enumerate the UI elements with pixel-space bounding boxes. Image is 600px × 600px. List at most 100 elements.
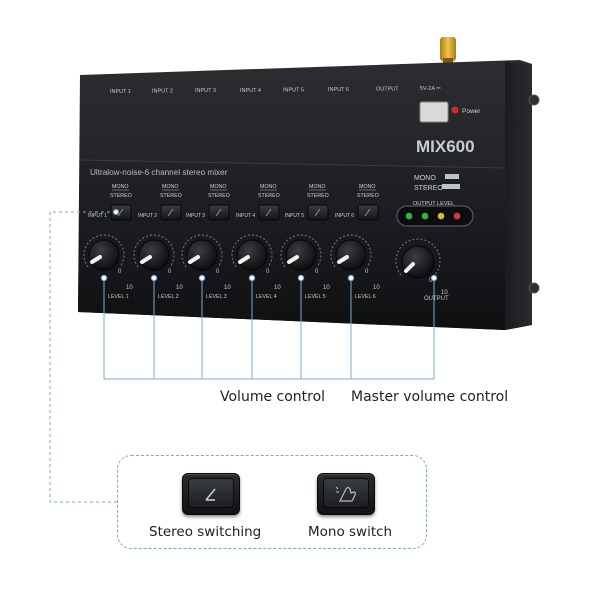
output-level-led: [437, 212, 445, 220]
channel-volume-knob[interactable]: [88, 239, 120, 271]
callout-dot: [347, 274, 355, 282]
mono-stereo-switch[interactable]: [110, 204, 132, 221]
stereo-switching-label: Stereo switching: [149, 524, 262, 540]
channel-mode-stereo-label: STEREO: [258, 193, 280, 199]
stereo-switch-button[interactable]: [182, 473, 240, 515]
rear-port-label: OUTPUT: [376, 87, 399, 93]
callout-dot: [100, 274, 108, 282]
scale-min-label: 0: [315, 269, 319, 275]
knob-indicator-icon: [337, 255, 349, 264]
channel-mode-mono-label: MONO: [359, 184, 375, 190]
channel-input-label: INPUT 1: [88, 213, 107, 219]
callout-dot: [198, 274, 206, 282]
channel-mode-stereo-label: STEREO: [307, 193, 329, 199]
output-level-label: OUTPUT LEVEL: [413, 201, 454, 207]
channel-input-label: INPUT 4: [236, 213, 255, 219]
knob-indicator-icon: [140, 255, 152, 264]
output-level-led: [405, 212, 413, 220]
channel-level-label: LEVEL 2: [158, 294, 179, 300]
channel-volume-knob[interactable]: [138, 239, 170, 271]
rear-port-label: INPUT 3: [195, 88, 216, 94]
scale-min-label: 0: [429, 278, 433, 284]
product-tagline: Ultralow-noise-6 channel stereo mixer: [90, 168, 228, 177]
knob-indicator-icon: [238, 255, 250, 264]
rear-port-label: INPUT 5: [283, 87, 304, 93]
rear-port-label: INPUT 6: [328, 87, 349, 93]
rear-port-label: INPUT 4: [240, 88, 261, 94]
channel-mode-stereo-label: STEREO: [160, 193, 182, 199]
master-knob-label: OUTPUT: [424, 296, 449, 302]
scale-max-label: 10: [176, 285, 183, 291]
channel-level-label: LEVEL 3: [206, 294, 227, 300]
volume-control-label: Volume control: [220, 389, 326, 405]
power-switch[interactable]: [419, 101, 449, 123]
knob-indicator-icon: [287, 255, 299, 264]
channel-level-label: LEVEL 4: [256, 294, 277, 300]
mono-switch-button[interactable]: [317, 473, 375, 515]
master-mode-top: MONO: [414, 175, 436, 182]
stereo-symbol-icon: [442, 184, 460, 189]
power-label: Power: [462, 108, 481, 115]
master-volume-control-label: Master volume control: [351, 389, 509, 405]
callout-dot: [150, 274, 158, 282]
scale-max-label: 10: [441, 290, 448, 296]
scale-min-label: 0: [168, 269, 172, 275]
master-mode-bottom: STEREO: [414, 185, 443, 192]
channel-volume-knob[interactable]: [186, 239, 218, 271]
knob-indicator-icon: [188, 255, 200, 264]
knob-indicator-icon: [404, 262, 415, 273]
screw-icon: [528, 282, 540, 294]
mono-stereo-switch[interactable]: [307, 204, 329, 221]
output-level-led: [453, 212, 461, 220]
channel-mode-stereo-label: STEREO: [208, 193, 230, 199]
stereo-switch-icon: [205, 488, 216, 501]
channel-input-label: INPUT 6: [335, 213, 354, 219]
screw-icon: [528, 94, 540, 106]
scale-max-label: 10: [126, 285, 133, 291]
finger-press-icon: [335, 486, 356, 502]
scale-max-label: 10: [224, 285, 231, 291]
channel-mode-mono-label: MONO: [162, 184, 178, 190]
channel-input-label: INPUT 5: [285, 213, 304, 219]
scale-min-label: 0: [266, 269, 270, 275]
mono-stereo-switch[interactable]: [208, 204, 230, 221]
mono-stereo-switch[interactable]: [357, 204, 379, 221]
channel-input-label: INPUT 2: [138, 213, 157, 219]
output-level-meter: [396, 205, 474, 227]
channel-level-label: LEVEL 6: [355, 294, 376, 300]
scale-max-label: 10: [323, 285, 330, 291]
channel-mode-mono-label: MONO: [112, 184, 128, 190]
mono-stereo-switch[interactable]: [160, 204, 182, 221]
channel-volume-knob[interactable]: [285, 239, 317, 271]
scale-max-label: 10: [373, 285, 380, 291]
dc-jack-connector: [440, 37, 456, 61]
rear-port-label: 5V-2A ⎓: [420, 86, 441, 92]
model-name: MIX600: [416, 137, 475, 156]
scale-max-label: 10: [274, 285, 281, 291]
channel-mode-mono-label: MONO: [260, 184, 276, 190]
rear-port-label: INPUT 2: [152, 89, 173, 95]
mono-stereo-switch[interactable]: [258, 204, 280, 221]
channel-volume-knob[interactable]: [236, 239, 268, 271]
callout-dashed-line: [49, 211, 117, 503]
channel-mode-stereo-label: STEREO: [110, 193, 132, 199]
channel-mode-mono-label: MONO: [309, 184, 325, 190]
mono-symbol-icon: [445, 174, 459, 179]
master-volume-knob[interactable]: [401, 245, 435, 279]
callout-dot: [430, 274, 438, 282]
scale-min-label: 0: [365, 269, 369, 275]
rear-port-label: INPUT 1: [110, 89, 131, 95]
switch-legend: Stereo switching Mono switch: [117, 455, 427, 549]
callout-dot: [248, 274, 256, 282]
scale-min-label: 0: [216, 269, 220, 275]
callout-dot: [297, 274, 305, 282]
channel-volume-knob[interactable]: [335, 239, 367, 271]
output-level-led: [421, 212, 429, 220]
